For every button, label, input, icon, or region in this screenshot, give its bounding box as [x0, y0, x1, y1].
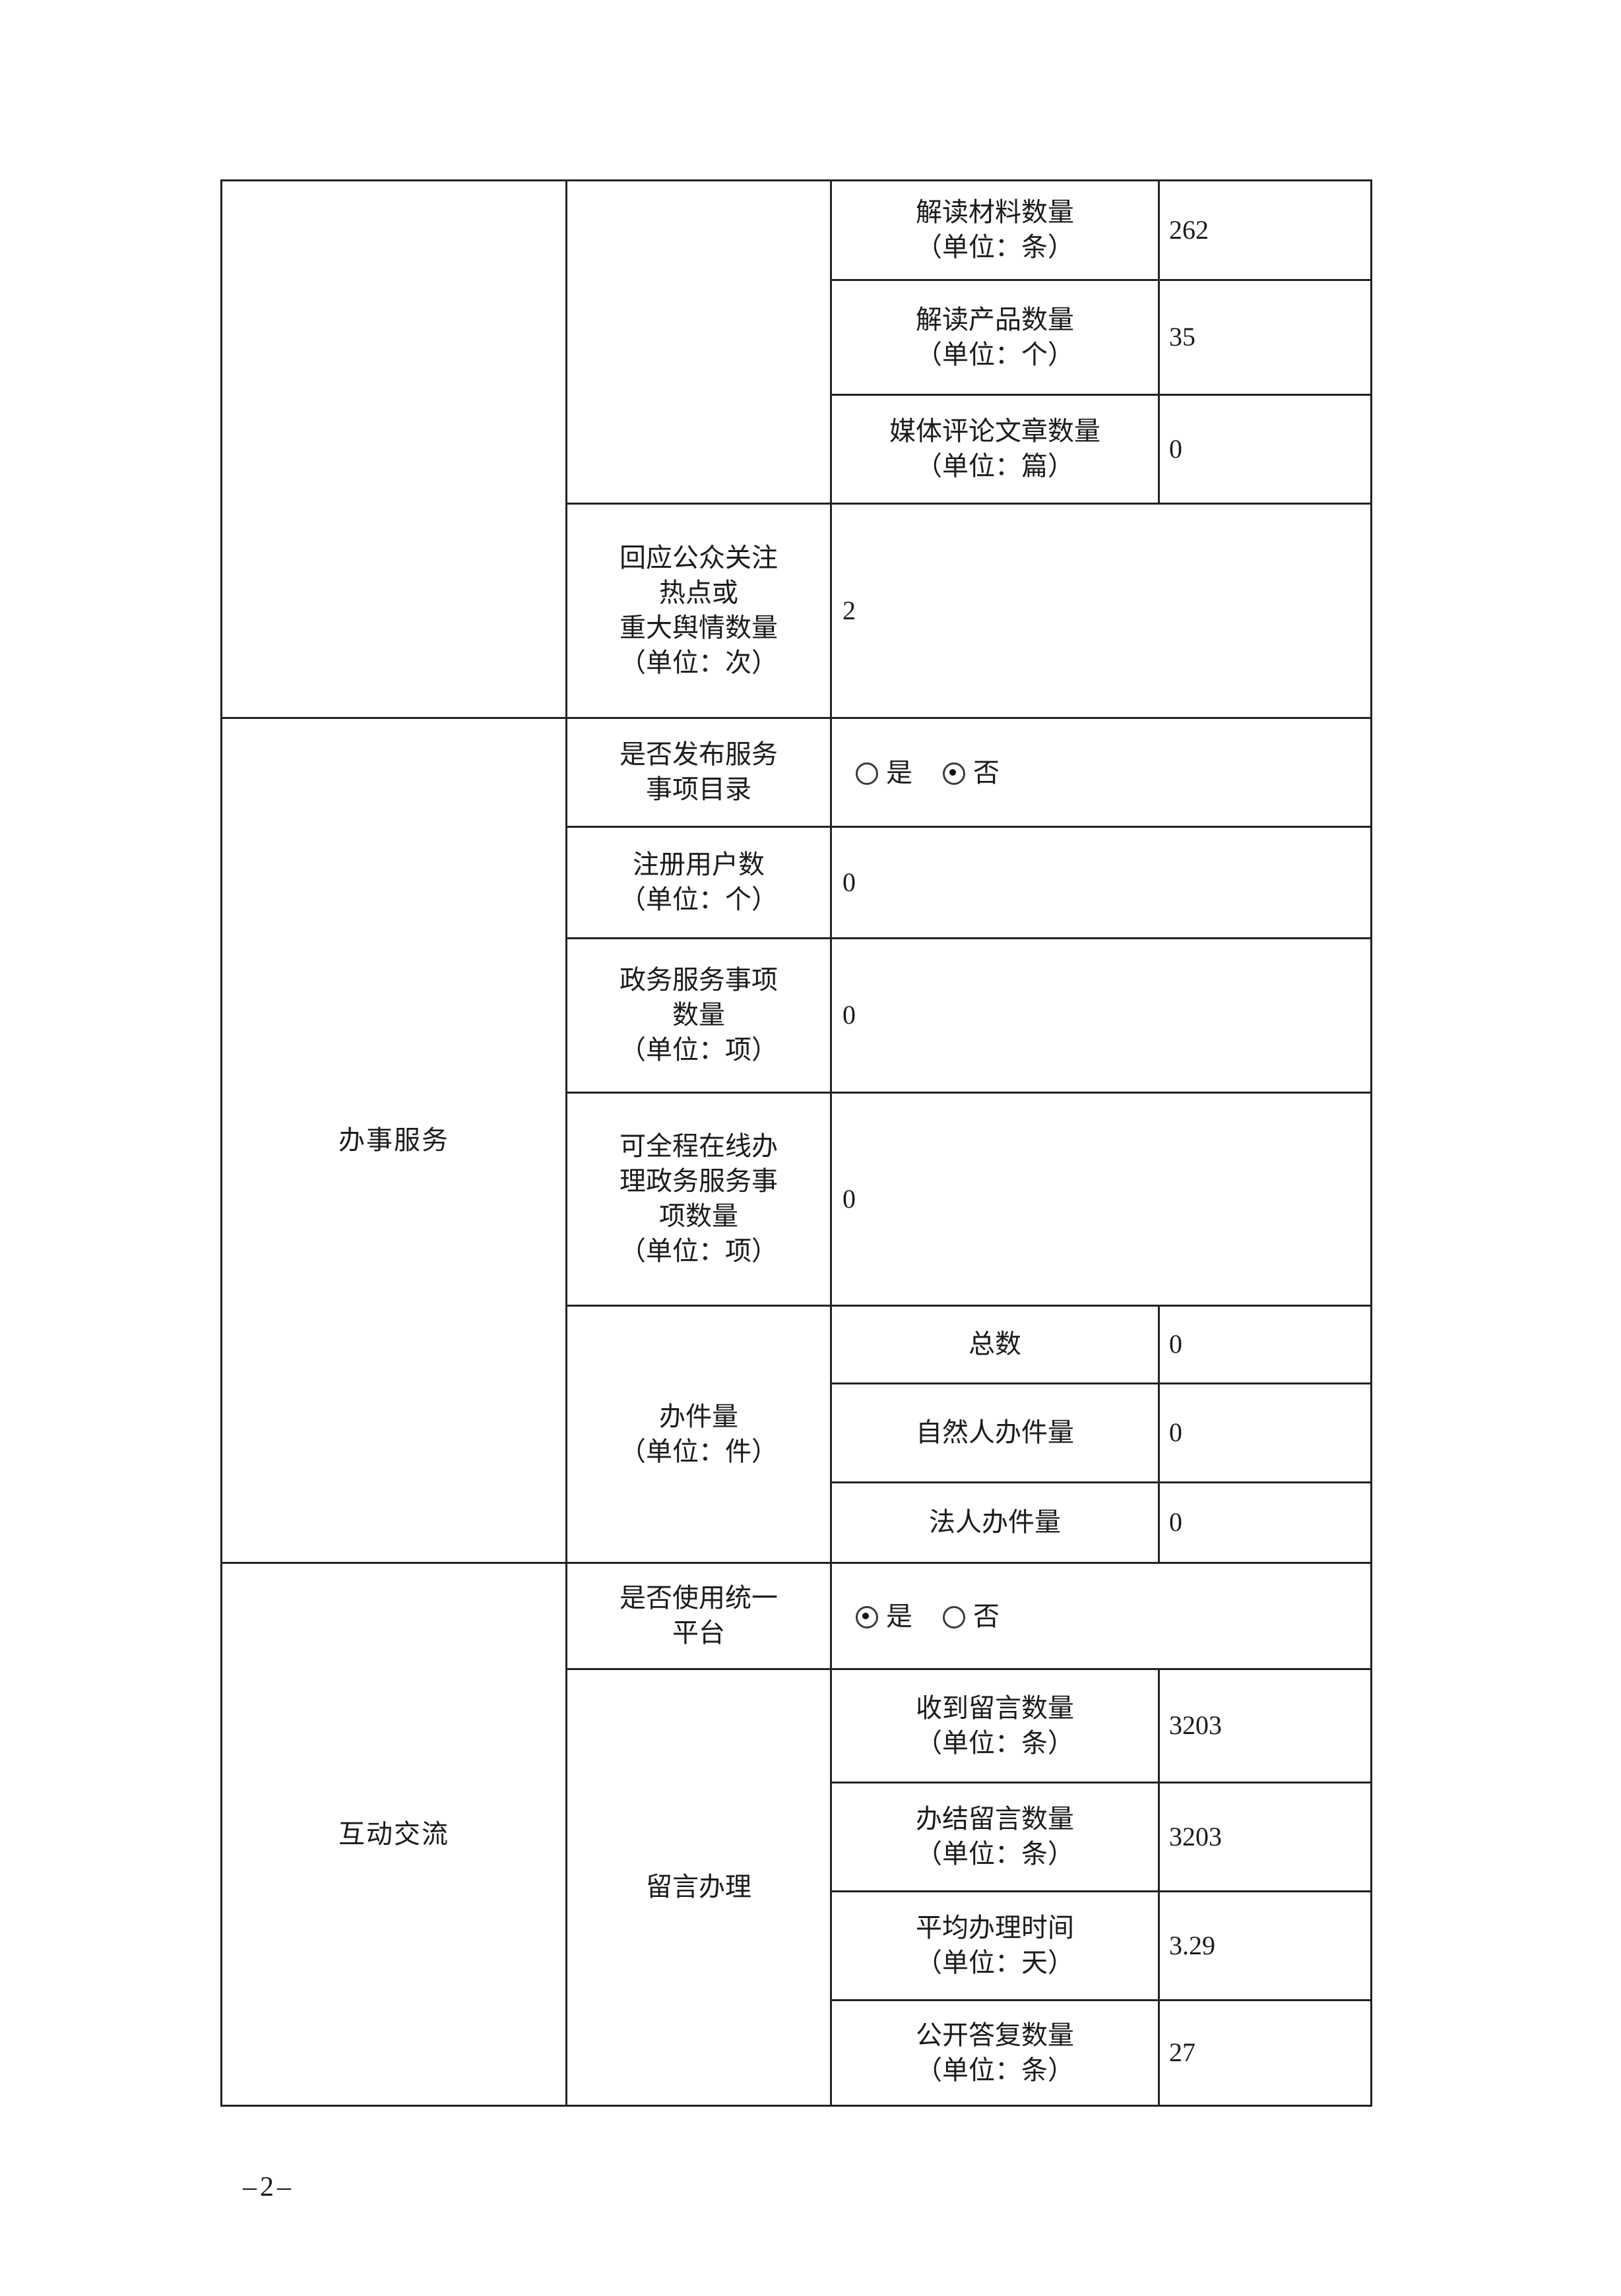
table-row: 办事服务 是否发布服务 事项目录 是否 — [220, 717, 1372, 1564]
metric-value-public-response: 2 — [830, 503, 1372, 719]
subcategory-cell-blank — [565, 179, 832, 505]
table-row: 自然人办件量 0 — [222, 1382, 1372, 1483]
table-row: 回应公众关注 热点或 重大舆情数量 （单位：次） 2 — [222, 503, 1372, 719]
radio-no-label: 否 — [973, 1601, 1000, 1632]
radio-yes[interactable] — [856, 1605, 878, 1629]
metric-value-public-replies: 27 — [1158, 1999, 1372, 2107]
category-cell-blank — [220, 179, 567, 719]
metric-value-messages-completed: 3203 — [1158, 1782, 1372, 1892]
metric-value-interpretation-materials: 262 — [1158, 179, 1372, 281]
metric-label-natural-person: 自然人办件量 — [830, 1382, 1160, 1483]
category-cell-service: 办事服务 — [220, 717, 567, 1564]
group-label-message-handling: 留言办理 — [565, 1668, 832, 2107]
metric-label-total: 总数 — [830, 1305, 1160, 1384]
statistics-table: 解读材料数量 （单位：条） 262 解读产品数量 （单位：个） 35 媒体评论文… — [220, 179, 1372, 2107]
metric-value-media-commentary: 0 — [1158, 394, 1372, 505]
table-row: 平均办理时间 （单位：天） 3.29 — [222, 1890, 1372, 2001]
table-row: 办件量 （单位：件） 总数 0 — [222, 1305, 1372, 1564]
radio-no-label: 否 — [973, 758, 1000, 788]
table-row: 解读产品数量 （单位：个） 35 — [222, 279, 1372, 396]
metric-label-unified-platform: 是否使用统一 平台 — [565, 1562, 832, 1670]
table-row: 注册用户数 （单位：个） 0 — [222, 826, 1372, 939]
metric-value-natural-person: 0 — [1158, 1382, 1372, 1483]
table-row: 政务服务事项 数量 （单位：项） 0 — [222, 937, 1372, 1094]
table-row: 互动交流 是否使用统一 平台 是否 — [220, 1562, 1372, 2107]
metric-value-legal-person: 0 — [1158, 1481, 1372, 1564]
metric-value-total: 0 — [1158, 1305, 1372, 1384]
table-row: 解读材料数量 （单位：条） 262 — [220, 179, 1372, 719]
table-row: 法人办件量 0 — [222, 1481, 1372, 1564]
metric-label-registered-users: 注册用户数 （单位：个） — [565, 826, 832, 939]
metric-value-average-handling-time: 3.29 — [1158, 1890, 1372, 2001]
metric-label-messages-received: 收到留言数量 （单位：条） — [830, 1668, 1160, 1784]
radio-group-unified-platform: 是否 — [830, 1562, 1372, 1670]
radio-no[interactable] — [943, 762, 965, 785]
metric-value-service-items: 0 — [830, 937, 1372, 1094]
radio-no[interactable] — [943, 1605, 965, 1629]
metric-label-online-service-items: 可全程在线办 理政务服务事 项数量 （单位：项） — [565, 1092, 832, 1307]
table-row: 留言办理 收到留言数量 （单位：条） 3203 — [222, 1668, 1372, 2107]
metric-label-interpretation-materials: 解读材料数量 （单位：条） — [830, 179, 1160, 281]
table-row: 办结留言数量 （单位：条） 3203 — [222, 1782, 1372, 1892]
metric-label-media-commentary: 媒体评论文章数量 （单位：篇） — [830, 394, 1160, 505]
table-row: 公开答复数量 （单位：条） 27 — [222, 1999, 1372, 2107]
radio-yes[interactable] — [856, 762, 878, 785]
metric-value-interpretation-products: 35 — [1158, 279, 1372, 396]
metric-label-legal-person: 法人办件量 — [830, 1481, 1160, 1564]
metric-value-messages-received: 3203 — [1158, 1668, 1372, 1784]
metric-value-online-service-items: 0 — [830, 1092, 1372, 1307]
radio-yes-label: 是 — [886, 1601, 912, 1632]
group-label-case-volume: 办件量 （单位：件） — [565, 1305, 832, 1564]
table-row: 可全程在线办 理政务服务事 项数量 （单位：项） 0 — [222, 1092, 1372, 1307]
metric-label-average-handling-time: 平均办理时间 （单位：天） — [830, 1890, 1160, 2001]
radio-group-service-directory: 是否 — [830, 717, 1372, 828]
metric-value-registered-users: 0 — [830, 826, 1372, 939]
metric-label-service-items: 政务服务事项 数量 （单位：项） — [565, 937, 832, 1094]
metric-label-public-response: 回应公众关注 热点或 重大舆情数量 （单位：次） — [565, 503, 832, 719]
page-number: –2– — [243, 2172, 294, 2202]
metric-label-public-replies: 公开答复数量 （单位：条） — [830, 1999, 1160, 2107]
metric-label-interpretation-products: 解读产品数量 （单位：个） — [830, 279, 1160, 396]
radio-yes-label: 是 — [886, 758, 912, 788]
metric-label-messages-completed: 办结留言数量 （单位：条） — [830, 1782, 1160, 1892]
category-cell-interaction: 互动交流 — [220, 1562, 567, 2107]
table-row: 媒体评论文章数量 （单位：篇） 0 — [222, 394, 1372, 505]
metric-label-service-directory: 是否发布服务 事项目录 — [565, 717, 832, 828]
